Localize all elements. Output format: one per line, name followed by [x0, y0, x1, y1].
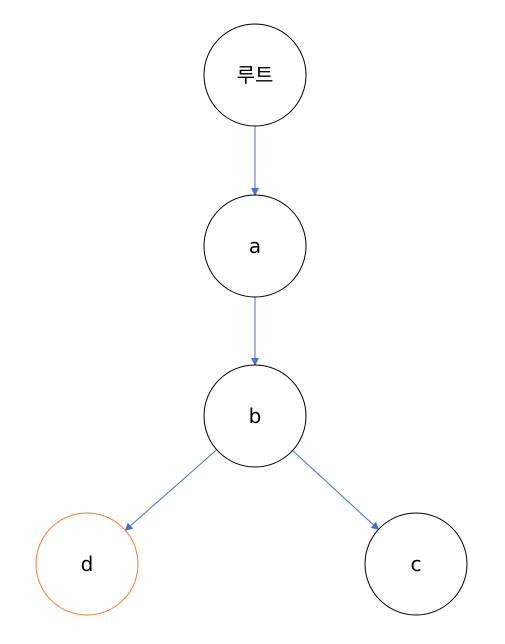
node-a-circle [203, 194, 307, 298]
node-c-label: c [411, 552, 422, 576]
edge-b-to-c [292, 450, 380, 531]
node-b: b [203, 364, 307, 468]
node-d-circle [35, 512, 139, 616]
node-c-circle [364, 512, 468, 616]
node-a: a [203, 194, 307, 298]
node-b-circle [203, 364, 307, 468]
node-c: c [364, 512, 468, 616]
node-root-circle [203, 23, 307, 127]
node-a-label: a [249, 234, 261, 258]
node-root: 루트 [203, 23, 307, 127]
node-d: d [35, 512, 139, 616]
edge-b-to-d [124, 449, 218, 531]
node-b-label: b [249, 404, 262, 428]
node-d-label: d [81, 552, 94, 576]
edges-layer [124, 126, 380, 531]
node-root-label: 루트 [237, 63, 274, 87]
nodes-layer: 루트 a b d c [35, 23, 468, 616]
